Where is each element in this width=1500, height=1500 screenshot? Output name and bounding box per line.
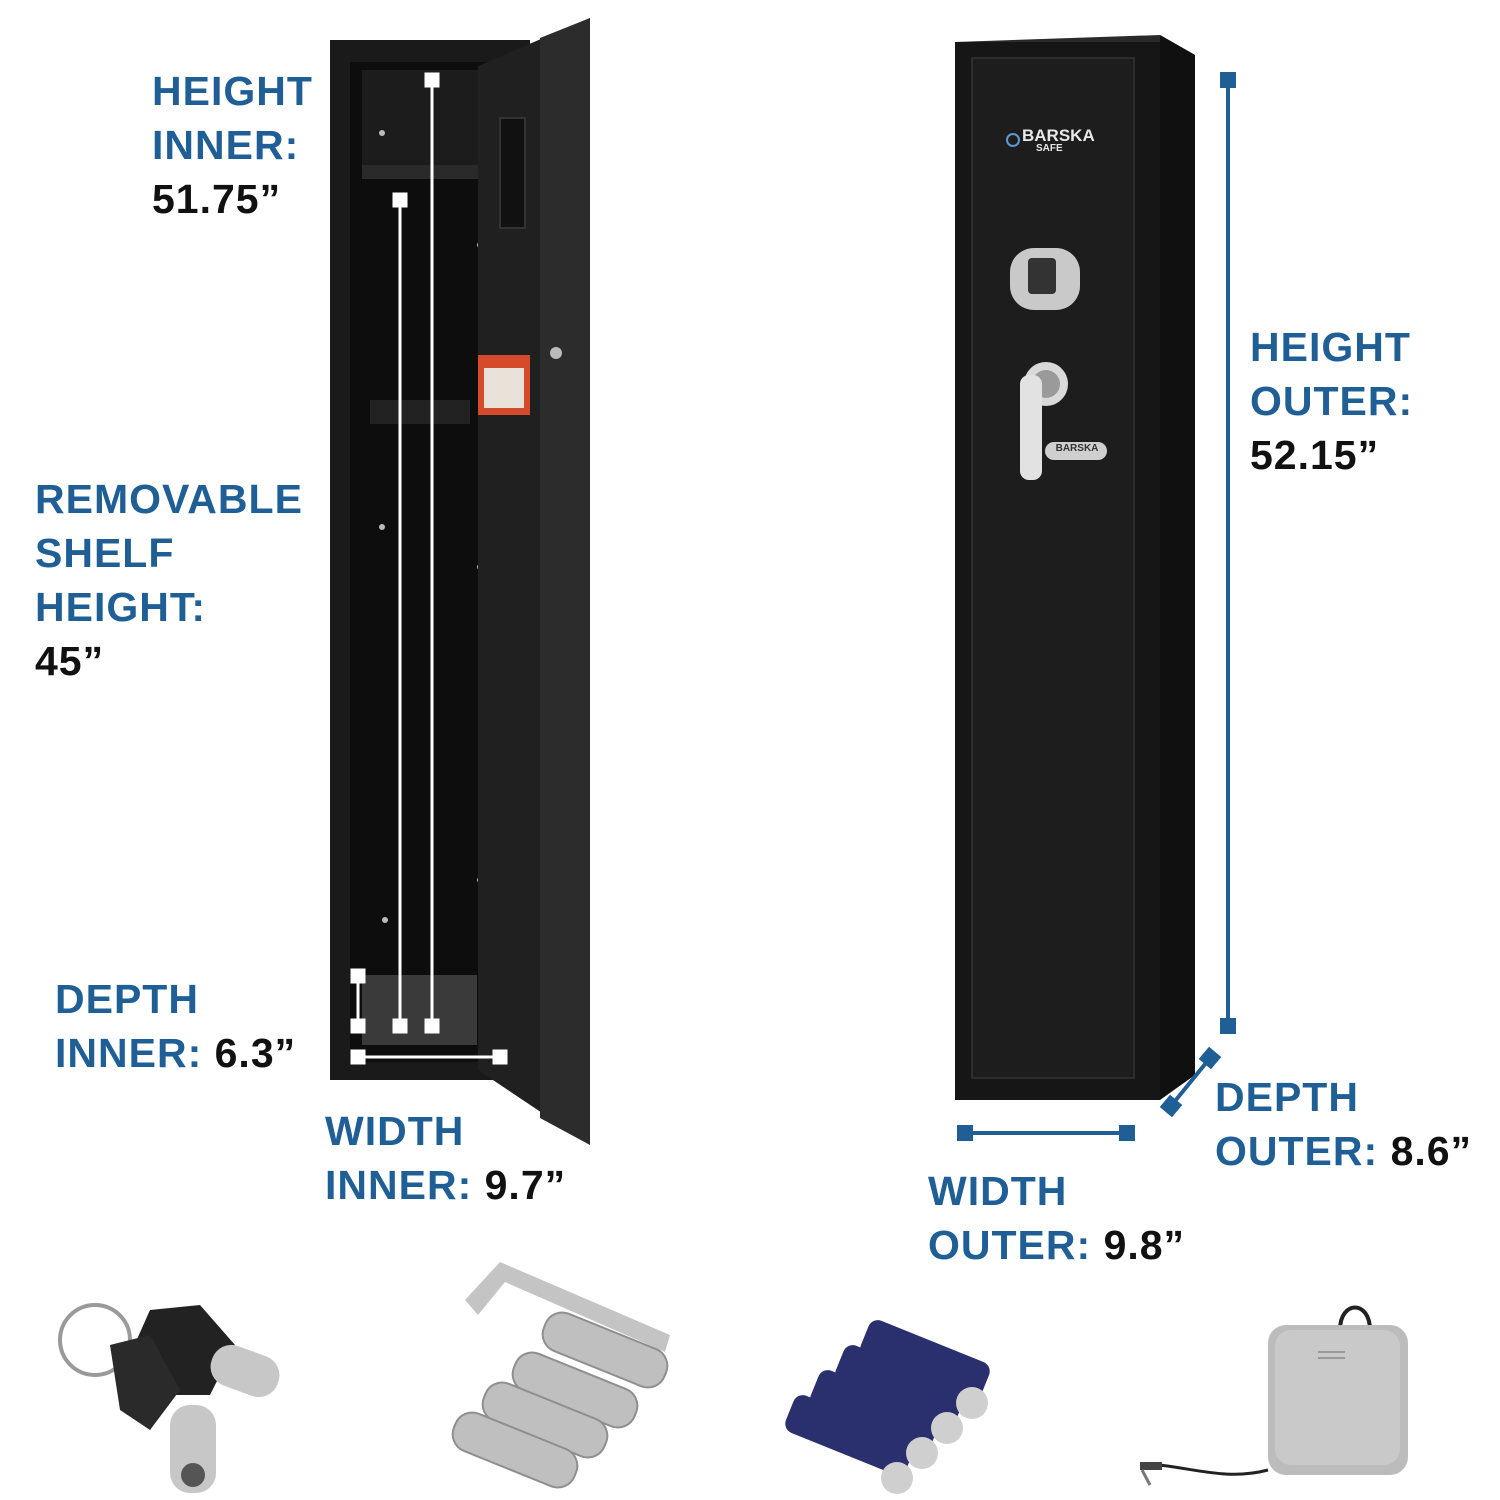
depth-inner-value: 6.3” [214, 1030, 297, 1076]
removable-shelf-line1: REMOVABLE [35, 476, 303, 522]
height-outer-line1: HEIGHT [1250, 324, 1411, 370]
depth-outer-line1: DEPTH [1215, 1074, 1359, 1120]
brand-logo: BARSKA SAFE [1022, 126, 1095, 154]
removable-shelf-line2: SHELF [35, 530, 175, 576]
removable-shelf-value: 45” [35, 638, 105, 684]
closed-safe-illustration [955, 35, 1236, 1141]
aa-batteries-icon [785, 1320, 990, 1494]
width-outer-line1: WIDTH [928, 1168, 1068, 1214]
removable-shelf-line3: HEIGHT: [35, 584, 206, 630]
height-inner-value: 51.75” [152, 176, 282, 222]
depth-outer-value: 8.6” [1390, 1128, 1473, 1174]
height-outer-line2: OUTER: [1250, 378, 1414, 424]
height-inner-line1: HEIGHT [152, 68, 313, 114]
hex-key-and-anchor-bolts-icon [451, 1262, 670, 1489]
height-outer-value: 52.15” [1250, 432, 1380, 478]
name-plate-text: BARSKA [1055, 443, 1099, 454]
handle-icon [1020, 375, 1042, 480]
height-outer-label: HEIGHT OUTER: 52.15” [1250, 320, 1413, 482]
depth-inner-label: DEPTH INNER: 6.3” [55, 972, 296, 1080]
brand-logo-text: BARSKA [1022, 126, 1095, 145]
width-outer-label: WIDTH OUTER: 9.8” [928, 1164, 1185, 1272]
width-outer-value: 9.8” [1103, 1222, 1186, 1268]
width-inner-line2: INNER: [325, 1162, 473, 1208]
open-safe-illustration [330, 18, 590, 1145]
barska-logo-icon [1006, 133, 1020, 147]
external-battery-pack-icon [1140, 1305, 1408, 1486]
width-inner-label: WIDTH INNER: 9.7” [325, 1104, 566, 1212]
width-inner-line1: WIDTH [325, 1108, 465, 1154]
brand-logo-sub: SAFE [1036, 143, 1063, 154]
depth-inner-line1: DEPTH [55, 976, 199, 1022]
width-outer-line2: OUTER: [928, 1222, 1092, 1268]
height-inner-label: HEIGHT INNER: 51.75” [152, 64, 313, 226]
name-plate [1045, 442, 1107, 460]
depth-outer-line2: OUTER: [1215, 1128, 1379, 1174]
removable-shelf-label: REMOVABLE SHELF HEIGHT: 45” [35, 472, 303, 688]
width-inner-value: 9.7” [484, 1162, 567, 1208]
depth-inner-line2: INNER: [55, 1030, 203, 1076]
height-inner-line2: INNER: [152, 122, 300, 168]
depth-outer-label: DEPTH OUTER: 8.6” [1215, 1070, 1472, 1178]
keys-icon [58, 1303, 280, 1493]
